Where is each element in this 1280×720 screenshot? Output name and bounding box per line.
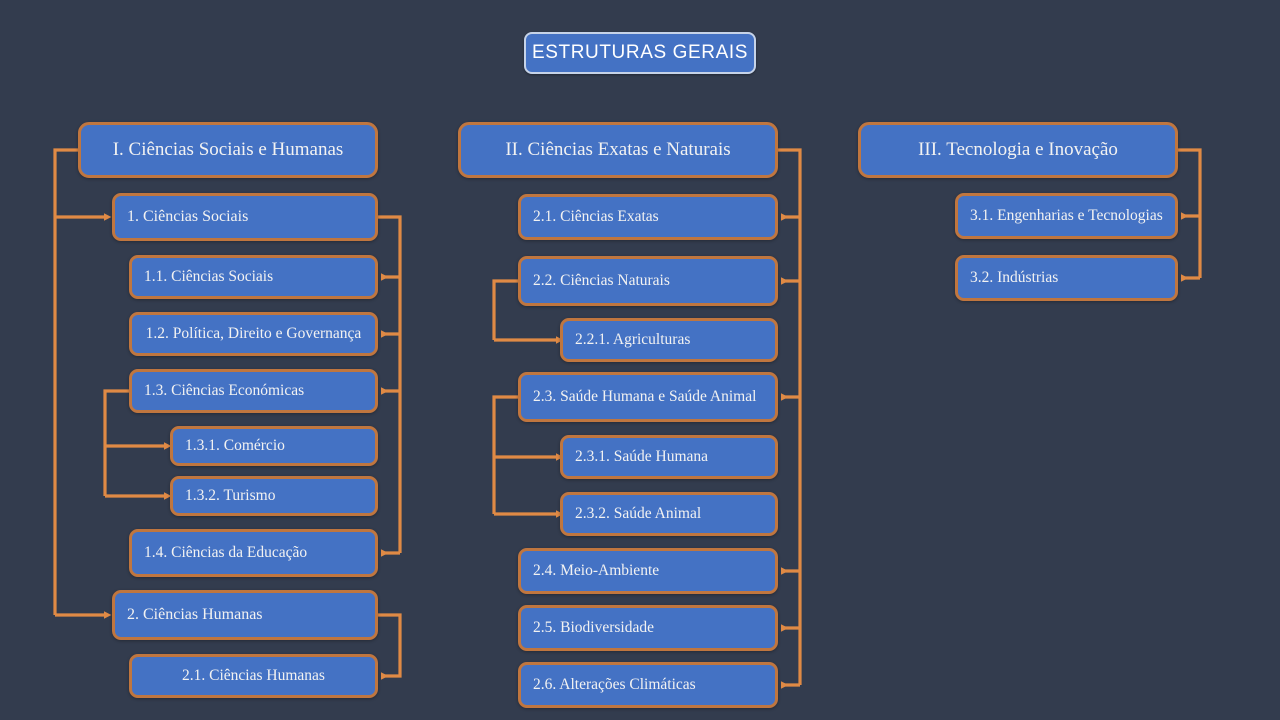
node-2-2-ciencias-naturais[interactable]: 2.2. Ciências Naturais [518,256,778,306]
node-1-4-ciencias-da-educacao[interactable]: 1.4. Ciências da Educação [129,529,378,577]
node-1-3-ciencias-economicas[interactable]: 1.3. Ciências Económicas [129,369,378,413]
node-1-2-politica-direito-e-governanca[interactable]: 1.2. Política, Direito e Governança [129,312,378,356]
node-2-4-meio-ambiente[interactable]: 2.4. Meio-Ambiente [518,548,778,594]
wire-col1-trunk [53,148,78,615]
node-2-5-biodiversidade[interactable]: 2.5. Biodiversidade [518,605,778,651]
wire-col3-trunk [1178,148,1202,278]
node-ciencias-sociais-e-humanas[interactable]: I. Ciências Sociais e Humanas [78,122,378,178]
node-label: 2.6. Alterações Climáticas [533,675,696,693]
node-label: II. Ciências Exatas e Naturais [505,139,731,161]
node-1-3-2-turismo[interactable]: 1.3.2. Turismo [170,476,378,516]
node-label: 2.3.2. Saúde Animal [575,504,702,522]
node-label: 1.3. Ciências Económicas [144,381,305,399]
wire-col2-2-3-trunk [492,395,518,514]
node-label: 2.3.1. Saúde Humana [575,447,709,465]
node-2-1-ciencias-humanas[interactable]: 2.1. Ciências Humanas [129,654,378,698]
node-2-3-1-saude-humana[interactable]: 2.3.1. Saúde Humana [560,435,778,479]
node-label: 1.4. Ciências da Educação [144,543,308,561]
node-label: 3.1. Engenharias e Tecnologias [970,206,1163,224]
node-ciencias-exatas-e-naturais[interactable]: II. Ciências Exatas e Naturais [458,122,778,178]
node-tecnologia-e-inovacao[interactable]: III. Tecnologia e Inovação [858,122,1178,178]
node-2-3-2-saude-animal[interactable]: 2.3.2. Saúde Animal [560,492,778,536]
node-label: I. Ciências Sociais e Humanas [112,139,344,161]
diagram-title-label: ESTRUTURAS GERAIS [531,42,749,63]
node-2-3-saude-humana-e-saude-animal[interactable]: 2.3. Saúde Humana e Saúde Animal [518,372,778,422]
node-1-3-1-comercio[interactable]: 1.3.1. Comércio [170,426,378,466]
diagram-title: ESTRUTURAS GERAIS [524,32,756,74]
node-label: III. Tecnologia e Inovação [918,139,1118,161]
node-3-1-engenharias-e-tecnologias[interactable]: 3.1. Engenharias e Tecnologias [955,193,1178,239]
wire-col1-right-trunk [378,215,402,553]
node-1-1-ciencias-sociais[interactable]: 1.1. Ciências Sociais [129,255,378,299]
node-label: 1.1. Ciências Sociais [144,267,274,285]
node-label: 1.2. Política, Direito e Governança [145,324,362,342]
node-2-6-alteracoes-climaticas[interactable]: 2.6. Alterações Climáticas [518,662,778,708]
node-label: 1.3.2. Turismo [185,486,276,504]
wire-col2-2-2-trunk [492,279,518,340]
node-2-1-ciencias-exatas[interactable]: 2.1. Ciências Exatas [518,194,778,240]
node-2-ciencias-humanas[interactable]: 2. Ciências Humanas [112,590,378,640]
node-label: 1. Ciências Sociais [127,208,249,226]
node-label: 2.1. Ciências Humanas [182,666,325,684]
wire-col1-to-2-1 [378,613,402,680]
node-1-ciencias-sociais[interactable]: 1. Ciências Sociais [112,193,378,241]
node-label: 2. Ciências Humanas [127,606,263,624]
node-label: 2.1. Ciências Exatas [533,207,659,225]
node-label: 2.4. Meio-Ambiente [533,561,660,579]
wire-col2-trunk [778,148,802,685]
node-label: 2.3. Saúde Humana e Saúde Animal [533,387,757,405]
node-label: 3.2. Indústrias [970,268,1059,286]
node-label: 2.2. Ciências Naturais [533,271,670,289]
node-label: 2.5. Biodiversidade [533,618,654,636]
node-label: 1.3.1. Comércio [185,436,285,454]
node-3-2-industrias[interactable]: 3.2. Indústrias [955,255,1178,301]
node-2-2-1-agriculturas[interactable]: 2.2.1. Agriculturas [560,318,778,362]
node-label: 2.2.1. Agriculturas [575,330,691,348]
wire-col1-1-3-trunk [103,389,129,496]
